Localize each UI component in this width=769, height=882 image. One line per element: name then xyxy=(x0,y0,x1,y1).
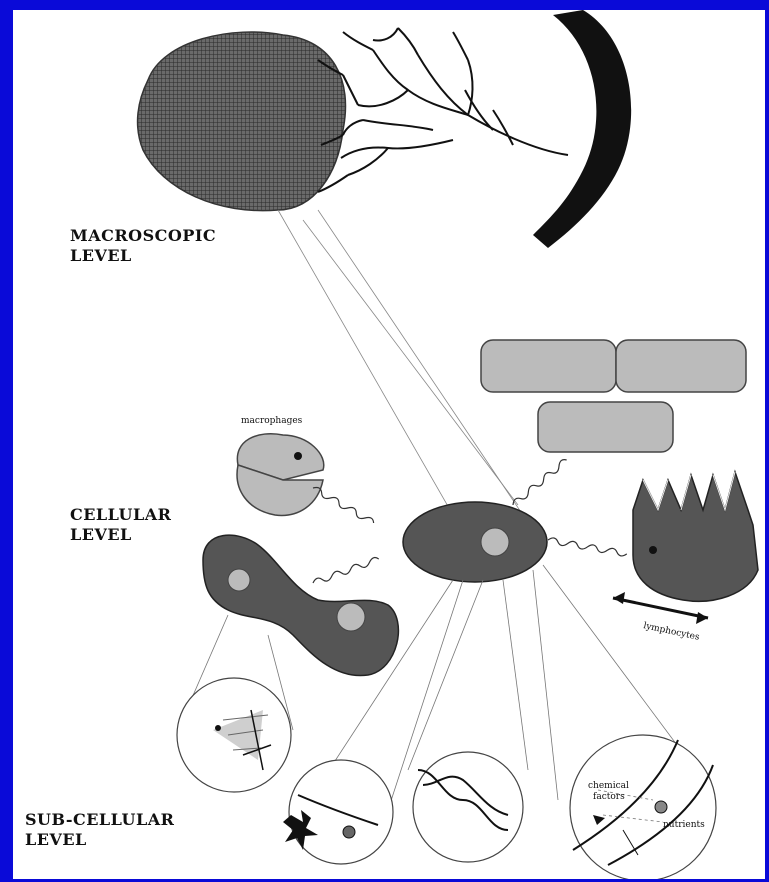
subcellular-zoom-1 xyxy=(177,678,291,792)
macrophage-cell: macrophages xyxy=(237,416,324,515)
macrophages-label: macrophages xyxy=(241,416,303,426)
diagram-canvas: macrophages lymphocytes xyxy=(13,10,765,879)
nutrients-label: nutrients xyxy=(663,820,705,830)
chemical-label: chemical xyxy=(588,781,629,791)
factors-label: factors xyxy=(593,792,625,802)
lymphocyte-cell: lymphocytes xyxy=(613,472,758,643)
cellular-level-label: CELLULAR LEVEL xyxy=(70,505,171,545)
subcellular-zoom-membrane: chemical factors nutrients xyxy=(570,735,716,879)
tumor-cell xyxy=(403,502,547,582)
subcellular-level-label: SUB-CELLULAR LEVEL xyxy=(25,810,174,850)
vessel-wall xyxy=(533,10,631,248)
tumor-mass xyxy=(138,32,346,211)
diagram-svg: macrophages lymphocytes xyxy=(13,10,765,879)
macroscopic-level-label: MACROSCOPIC LEVEL xyxy=(70,226,216,266)
dividing-tumor-cell xyxy=(203,535,398,675)
subcellular-zoom-dna xyxy=(413,752,523,862)
endothelial-cells xyxy=(481,340,746,452)
blood-vessel-network xyxy=(318,28,568,192)
subcellular-zoom-2 xyxy=(283,760,393,864)
lymphocytes-label: lymphocytes xyxy=(642,621,700,643)
